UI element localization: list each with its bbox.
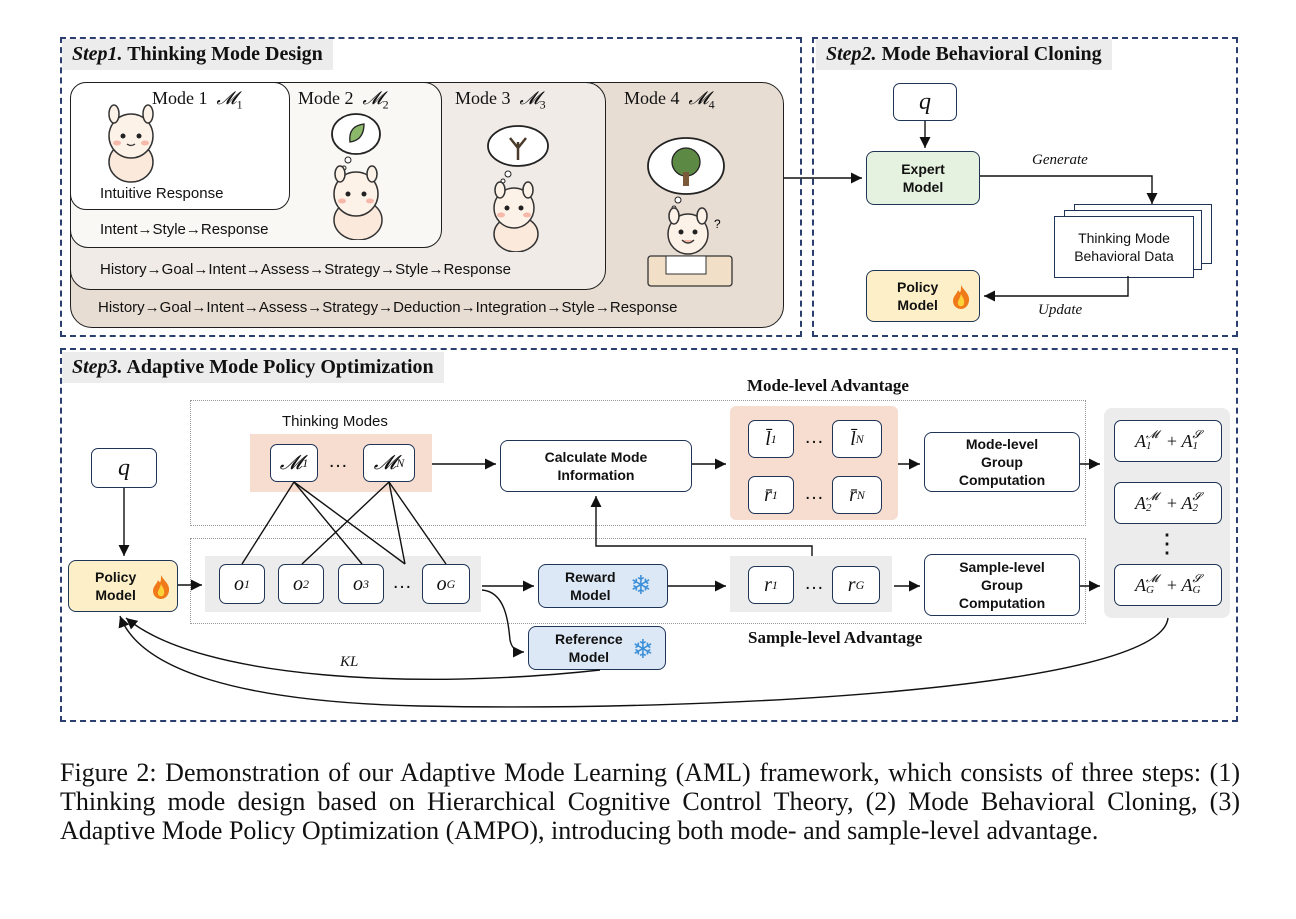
figure-caption: Figure 2: Demonstration of our Adaptive … (60, 758, 1240, 845)
r1-bar-box: r̄1 (748, 476, 794, 514)
calc-mode-info-box: Calculate Mode Information (500, 440, 692, 492)
step1-panel (60, 37, 802, 337)
mode3-label: Mode 3 𝓜3 (455, 88, 546, 112)
chain-mode4: History→Goal→Intent→Assess→Strategy→Dedu… (98, 299, 678, 316)
update-label: Update (1038, 302, 1083, 318)
l-ellipsis: … (804, 426, 824, 448)
expert-model-box: Expert Model (866, 151, 980, 205)
modes-ellipsis: … (328, 450, 348, 472)
alpaca-mode3-illustration (487, 125, 549, 252)
step3-title: Step3. Adaptive Mode Policy Optimization (62, 352, 444, 383)
snowflake-icon: ❄ (630, 570, 652, 600)
sample-level-advantage-label: Sample-level Advantage (748, 628, 923, 647)
fire-icon (953, 285, 970, 309)
alpaca-mode2-illustration (331, 113, 383, 240)
l1-box: l̄1 (748, 420, 794, 458)
chain-mode2: Intent→Style→Response (100, 221, 269, 238)
step2-q-box: q (893, 83, 957, 121)
step3-panel (60, 348, 1238, 722)
snowflake-icon: ❄ (632, 634, 654, 664)
generate-label: Generate (1032, 152, 1088, 168)
thinking-modes-label: Thinking Modes (282, 413, 388, 430)
mode1-label: Mode 1 𝓜1 (152, 88, 243, 112)
rbar-ellipsis: … (804, 482, 824, 504)
outputs-ellipsis: … (392, 571, 412, 593)
mode1-box (70, 82, 290, 210)
mode1-text: Intuitive Response (100, 185, 224, 202)
fire-icon (153, 575, 170, 599)
ln-box: l̄N (832, 420, 882, 458)
mode-level-advantage-label: Mode-level Advantage (747, 376, 909, 395)
chain-mode3: History→Goal→Intent→Assess→Strategy→Styl… (100, 261, 511, 278)
alpaca-mode4-illustration: ? (647, 137, 733, 287)
sample-level-group-box: Sample-level Group Computation (924, 554, 1080, 616)
kl-label: KL (340, 654, 359, 670)
reward-model-box: Reward Model (538, 564, 668, 608)
reward-ellipsis: … (804, 572, 824, 594)
mode4-label: Mode 4 𝓜4 (624, 88, 715, 112)
step3-q-box: q (91, 448, 157, 488)
advantage-vdots: ⋮ (1154, 528, 1180, 558)
rn-bar-box: r̄N (832, 476, 882, 514)
mode2-label: Mode 2 𝓜2 (298, 88, 389, 112)
step2-title: Step2. Mode Behavioral Cloning (816, 39, 1112, 70)
step1-title: Step1. Thinking Mode Design (62, 39, 333, 70)
svg-text:?: ? (714, 217, 721, 231)
alpaca-mode1-illustration (108, 104, 154, 183)
thinking-mode-data-doc: Thinking Mode Behavioral Data (1054, 216, 1194, 278)
step2-panel (812, 37, 1238, 337)
mode-level-group-box: Mode-level Group Computation (924, 432, 1080, 492)
